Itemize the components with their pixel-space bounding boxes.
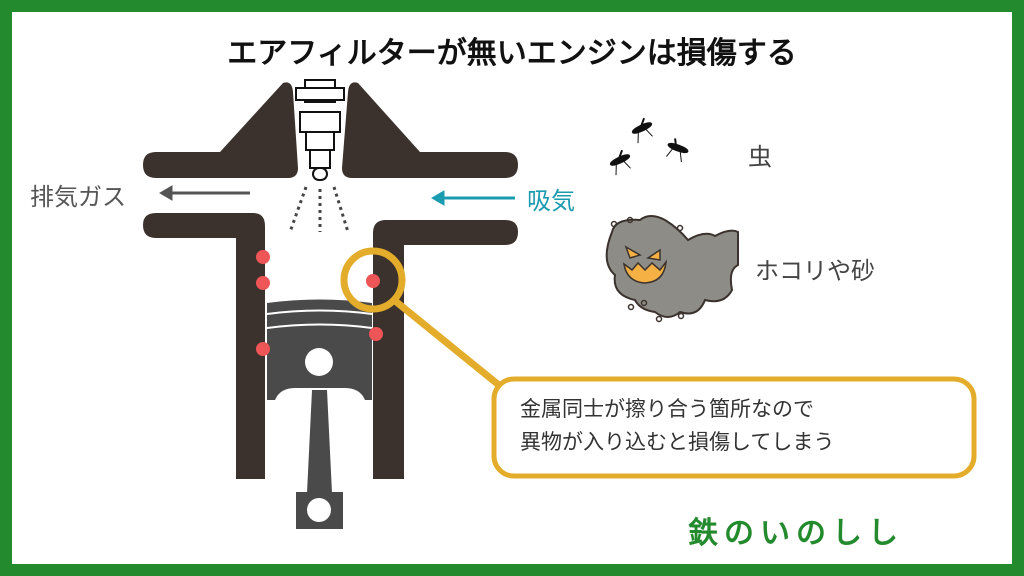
callout-text: 金属同士が擦り合う箇所なので 異物が入り込むと損傷してしまう — [520, 393, 834, 459]
dust-monster-icon — [605, 215, 739, 323]
cylinder-wall-right — [373, 220, 518, 479]
callout-line-1: 金属同士が擦り合う箇所なので — [520, 397, 814, 421]
magnifier-highlight — [340, 247, 977, 479]
site-logo: 鉄のいのしし — [688, 516, 904, 551]
dust-label: ホコリや砂 — [755, 257, 875, 285]
callout-line-2: 異物が入り込むと損傷してしまう — [520, 430, 835, 454]
damage-points — [256, 250, 383, 356]
bugs-label: 虫 — [748, 143, 772, 171]
page-title: エアフィルターが無いエンジンは損傷する — [227, 36, 797, 71]
exhaust-arrow-icon — [159, 185, 250, 201]
intake-label: 吸気 — [527, 187, 575, 215]
cylinder-head-left — [143, 82, 298, 178]
exhaust-label: 排気ガス — [30, 183, 126, 211]
spark-plug-icon — [295, 79, 345, 181]
cylinder-wall-left — [143, 213, 265, 479]
piston-icon — [266, 299, 373, 529]
fuel-spray — [288, 186, 350, 233]
cylinder-head-right — [342, 82, 518, 178]
intake-arrow-icon — [431, 190, 515, 206]
mosquito-icon — [609, 117, 689, 176]
